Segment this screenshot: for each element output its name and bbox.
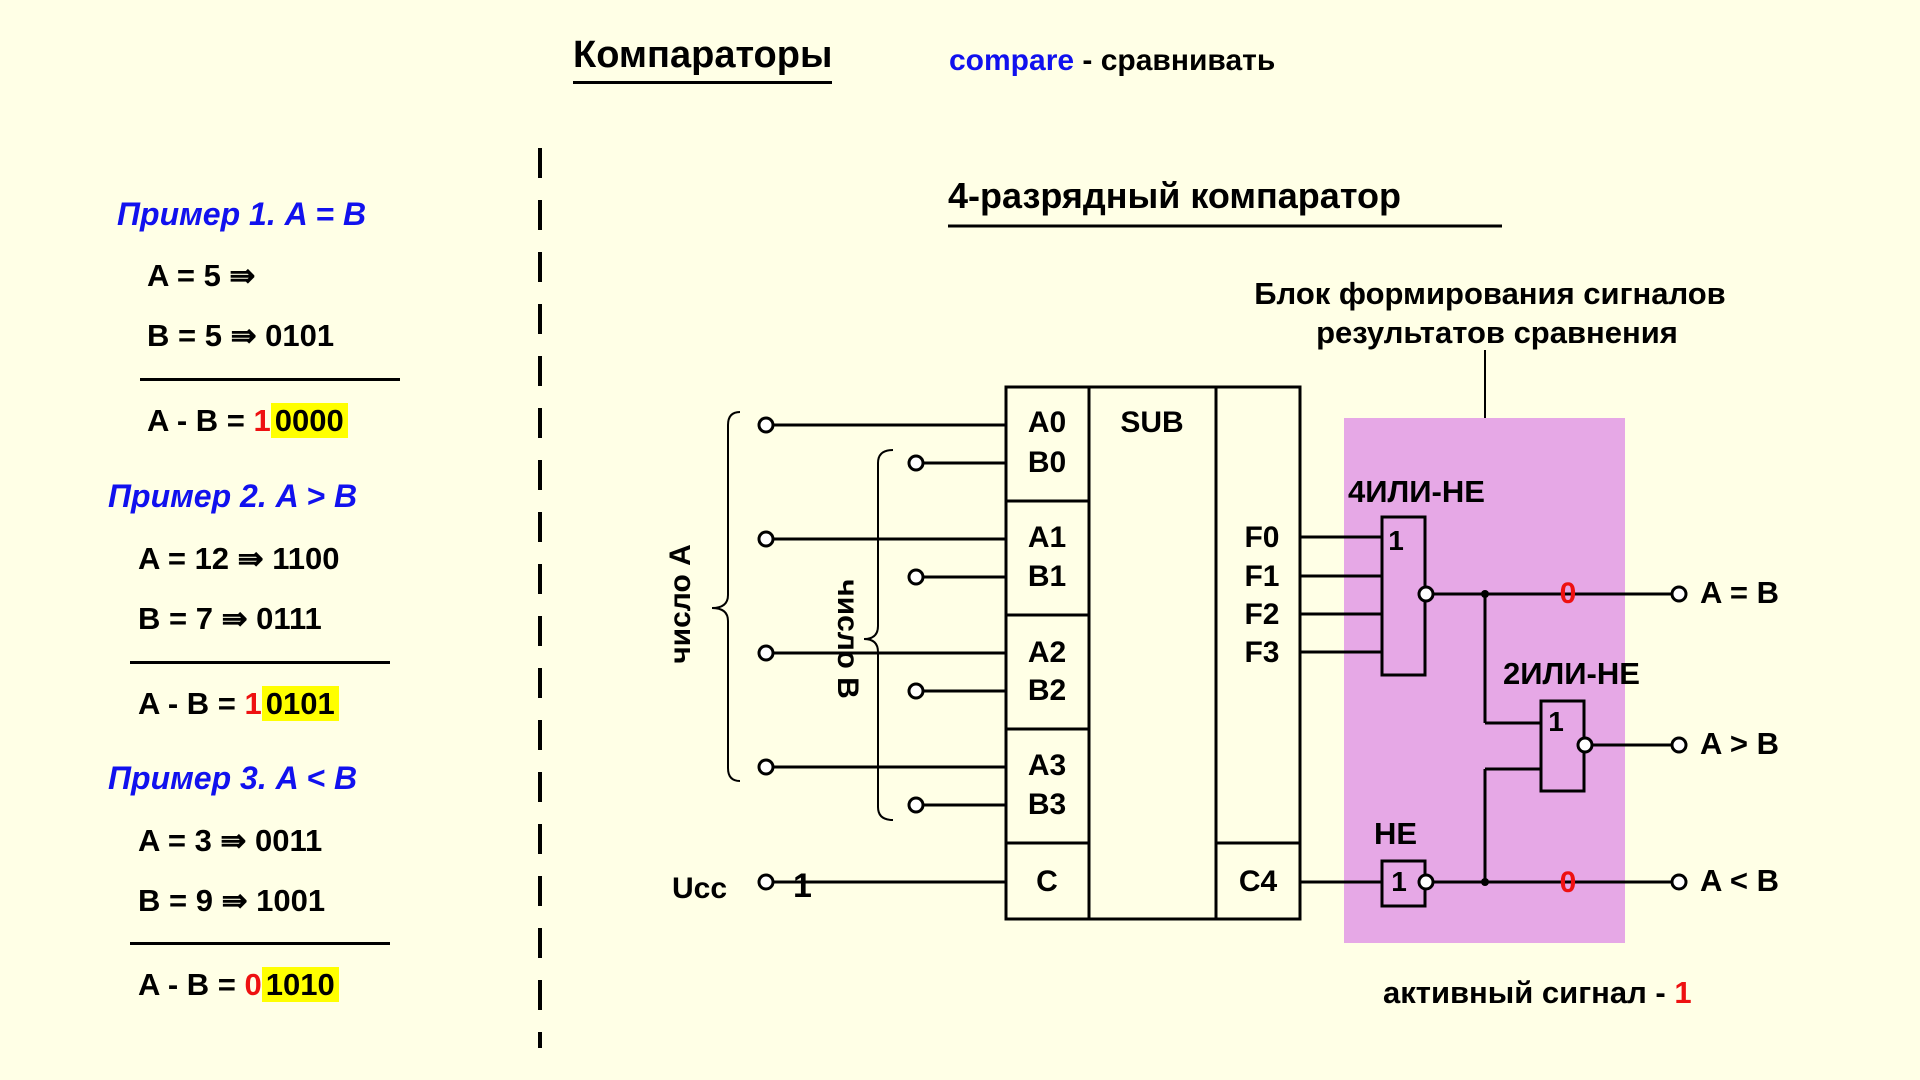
block-caption-line-1: Блок формирования сигналов (1254, 276, 1726, 311)
example-2-line-b: B = 7 ⇛ 0111 (138, 601, 322, 636)
brace-number-a (711, 411, 741, 782)
example-1-line-a: A = 5 ⇛ (147, 258, 256, 293)
gate-not-label: НЕ (1374, 816, 1417, 851)
example-2-bits: 0101 (261, 686, 339, 721)
nor2-symbol: 1 (1548, 706, 1564, 737)
out-gt-terminal (1670, 736, 1688, 754)
example-3-line-a: A = 3 ⇛ 0011 (138, 823, 323, 858)
nor4-inversion-bubble (1417, 585, 1435, 603)
example-1-heading: Пример 1. A = B (117, 196, 367, 232)
output-lt-label: A < B (1700, 863, 1779, 898)
not-inversion-bubble (1417, 873, 1435, 891)
output-eq-label: A = B (1700, 575, 1779, 610)
example-2-line-a: A = 12 ⇛ 1100 (138, 541, 340, 576)
pin-a0: A0 (1028, 406, 1066, 439)
block-caption-line-2: результатов сравнения (1316, 315, 1678, 350)
ucc-label: Ucc (672, 872, 727, 905)
diagram-title: 4-разрядный компаратор (948, 175, 1401, 216)
keyword: compare (949, 44, 1075, 77)
pin-f0: F0 (1244, 521, 1279, 554)
out-eq-terminal (1670, 585, 1688, 603)
active-signal-note: активный сигнал - 1 (1383, 975, 1692, 1010)
pin-f2: F2 (1244, 598, 1279, 631)
pin-f1: F1 (1244, 560, 1279, 593)
pin-f3: F3 (1244, 636, 1279, 669)
ucc-value: 1 (793, 867, 812, 905)
pin-a1: A1 (1028, 521, 1066, 554)
nor4-symbol: 1 (1388, 525, 1404, 556)
output-gt-label: A > B (1700, 726, 1779, 761)
example-1-carry: 1 (253, 403, 271, 438)
example-3-rule (130, 942, 390, 945)
example-3-bits: 1010 (261, 967, 339, 1002)
pin-b3: B3 (1028, 788, 1066, 821)
page-subtitle: compare - сравнивать (949, 44, 1275, 78)
out-lt-terminal (1670, 873, 1688, 891)
example-1-line-b: B = 5 ⇛ 0101 (147, 318, 335, 353)
keyword-translation: - сравнивать (1082, 44, 1276, 77)
pin-c4: C4 (1239, 865, 1278, 898)
pin-a3: A3 (1028, 749, 1066, 782)
signal-lt-value: 0 (1560, 866, 1577, 899)
page-title: Компараторы (573, 34, 833, 84)
sub-body (1087, 385, 1218, 921)
gate-nor4-label: 4ИЛИ-НЕ (1348, 474, 1485, 509)
label-number-b: число B (831, 579, 864, 699)
pin-a2: A2 (1028, 636, 1066, 669)
pin-b1: B1 (1028, 560, 1066, 593)
brace-number-b (863, 449, 894, 821)
nor2-inversion-bubble (1576, 736, 1594, 754)
example-2-carry: 1 (244, 686, 262, 721)
pin-b0: B0 (1028, 446, 1066, 479)
example-3-carry: 0 (244, 967, 262, 1002)
pin-b2: B2 (1028, 674, 1066, 707)
example-2-rule (130, 661, 390, 664)
not-symbol: 1 (1391, 866, 1407, 897)
dashed-divider (538, 148, 542, 1048)
label-number-a: число A (664, 544, 697, 664)
example-1-rule (140, 378, 400, 381)
example-2-heading: Пример 2. A > B (108, 478, 358, 514)
signal-eq-value: 0 (1560, 577, 1577, 610)
pin-c: C (1036, 865, 1058, 898)
sub-label: SUB (1120, 406, 1183, 439)
example-3-heading: Пример 3. A < B (108, 760, 358, 796)
gate-nor2-label: 2ИЛИ-НЕ (1503, 656, 1640, 691)
example-3-line-b: B = 9 ⇛ 1001 (138, 883, 326, 918)
example-1-bits: 0000 (270, 403, 348, 438)
input-terminals (757, 416, 925, 891)
